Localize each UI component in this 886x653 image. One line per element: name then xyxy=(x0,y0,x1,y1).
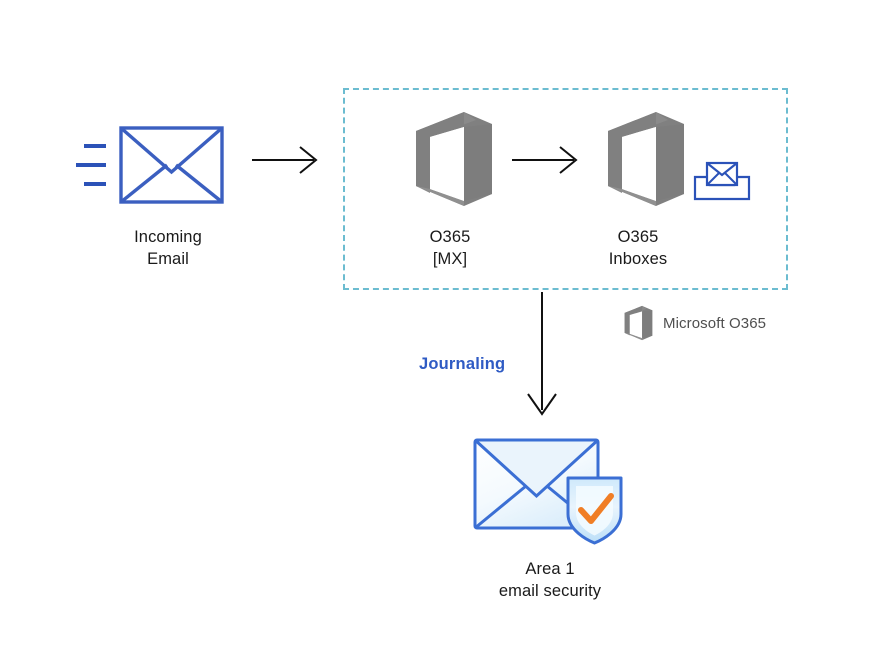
o365-boundary-group xyxy=(343,88,788,290)
incoming-email-node xyxy=(76,124,226,206)
envelope-icon xyxy=(76,126,224,204)
o365-mx-node xyxy=(406,110,494,208)
office365-icon xyxy=(624,305,653,341)
shielded-envelope-icon xyxy=(473,438,623,545)
o365-inboxes-node xyxy=(598,110,686,208)
arrow-inboxes-to-area1 xyxy=(522,292,562,420)
incoming-email-label: Incoming Email xyxy=(134,228,202,268)
o365-inboxes-label: O365 Inboxes xyxy=(608,228,668,268)
journaling-edge-label: Journaling xyxy=(419,355,506,373)
inbox-tray-envelope-icon xyxy=(692,160,752,202)
o365-mx-label: O365 [MX] xyxy=(429,228,471,268)
arrow-incoming-to-mx xyxy=(252,142,324,178)
area1-email-security-node xyxy=(468,434,630,546)
area1-email-security-label: Area 1 email security xyxy=(498,560,602,600)
arrow-mx-to-inboxes xyxy=(512,142,584,178)
legend: Microsoft O365 xyxy=(621,305,766,341)
office365-icon xyxy=(416,112,492,206)
legend-label: Microsoft O365 xyxy=(663,314,767,332)
office365-icon xyxy=(608,112,684,206)
